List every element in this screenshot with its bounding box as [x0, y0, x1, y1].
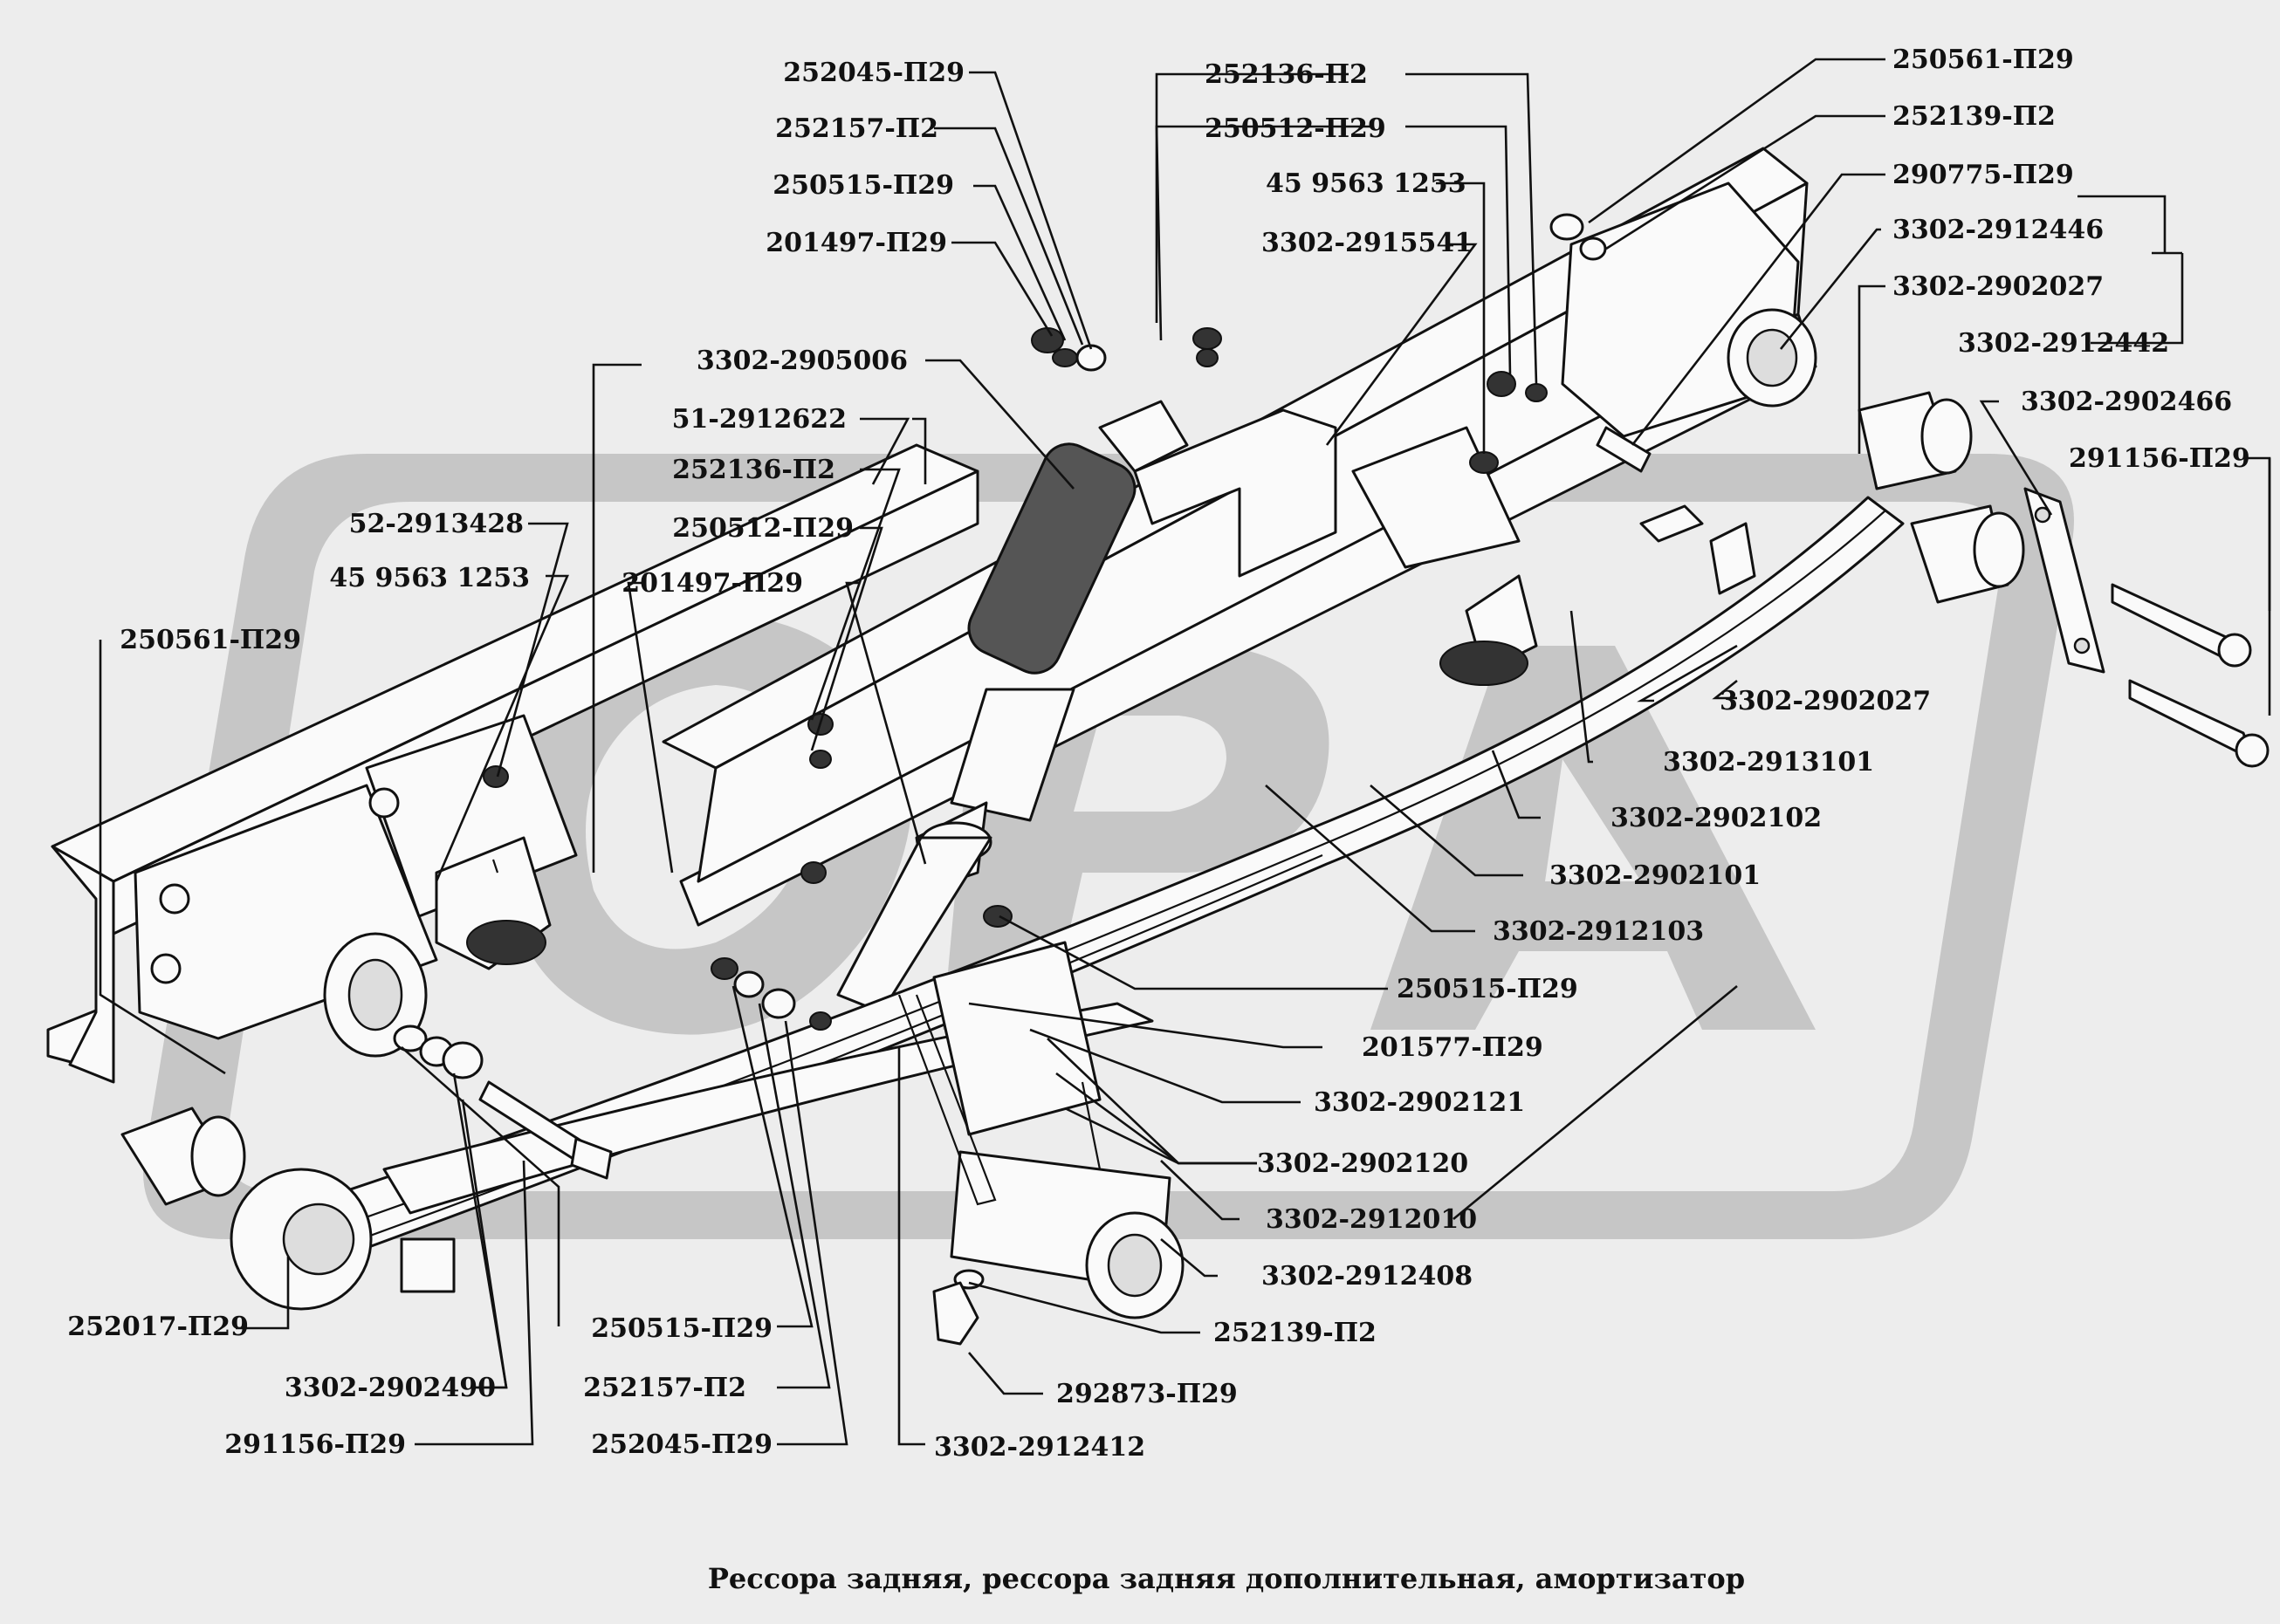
part-label: 3302-2915541 [1261, 228, 1473, 258]
part-label: 250512-П29 [672, 513, 854, 544]
part-label: 252139-П2 [1213, 1318, 1377, 1348]
part-label: 3302-2902102 [1610, 803, 1822, 833]
part-label: 51-2912622 [672, 404, 847, 435]
part-label: 3302-2912446 [1892, 215, 2104, 245]
part-label: 291156-П29 [2069, 443, 2250, 474]
part-labels: 252045-П29 252136-П2 250561-П29 252157-П… [67, 45, 2250, 1463]
part-label: 3302-2902101 [1549, 860, 1761, 891]
part-label: 252136-П2 [672, 455, 835, 485]
callout-leaders [99, 58, 2271, 1446]
part-label: 250515-П29 [591, 1313, 773, 1344]
part-label: 292873-П29 [1056, 1379, 1238, 1409]
part-label: 201577-П29 [1362, 1032, 1543, 1063]
part-label: 252045-П29 [591, 1429, 773, 1460]
part-label: 3302-2912408 [1261, 1261, 1473, 1292]
parts-drawing [46, 147, 2270, 1346]
part-label: 201497-П29 [766, 228, 947, 258]
part-label: 52-2913428 [349, 509, 524, 539]
part-label: 3302-2902466 [2021, 387, 2232, 417]
part-label: 45 9563 1253 [329, 563, 530, 593]
part-label: 252157-П2 [775, 113, 938, 144]
part-label: 3302-2913101 [1663, 747, 1874, 778]
part-label: 3302-2905006 [697, 346, 908, 376]
part-label: 291156-П29 [224, 1429, 406, 1460]
part-label: 3302-2902027 [1720, 686, 1931, 716]
part-label: 252017-П29 [67, 1312, 249, 1342]
part-label: 250561-П29 [120, 625, 301, 655]
part-label: 250512-П29 [1205, 113, 1386, 144]
part-label: 250515-П29 [1397, 974, 1578, 1004]
part-label: 252157-П2 [583, 1373, 746, 1403]
part-label: 250515-П29 [773, 170, 954, 201]
part-label: 3302-2902027 [1892, 271, 2104, 302]
part-label: 3302-2902121 [1314, 1087, 1525, 1118]
part-label: 3302-2902120 [1257, 1148, 1468, 1179]
part-label: 3302-2902490 [285, 1373, 496, 1403]
part-label: 45 9563 1253 [1266, 168, 1466, 199]
part-label: 201497-П29 [622, 568, 803, 599]
figure-caption: Рессора задняя, рессора задняя дополните… [708, 1562, 1745, 1595]
part-label: 3302-2912010 [1266, 1204, 1477, 1235]
part-label: 252045-П29 [783, 58, 965, 88]
part-label: 252139-П2 [1892, 101, 2056, 132]
part-label: 3302-2912412 [934, 1432, 1145, 1463]
part-label: 290775-П29 [1892, 160, 2074, 190]
part-label: 252136-П2 [1205, 59, 1368, 90]
part-label: 3302-2912442 [1958, 328, 2169, 359]
part-label: 250561-П29 [1892, 45, 2074, 75]
part-label: 3302-2912103 [1493, 916, 1704, 947]
